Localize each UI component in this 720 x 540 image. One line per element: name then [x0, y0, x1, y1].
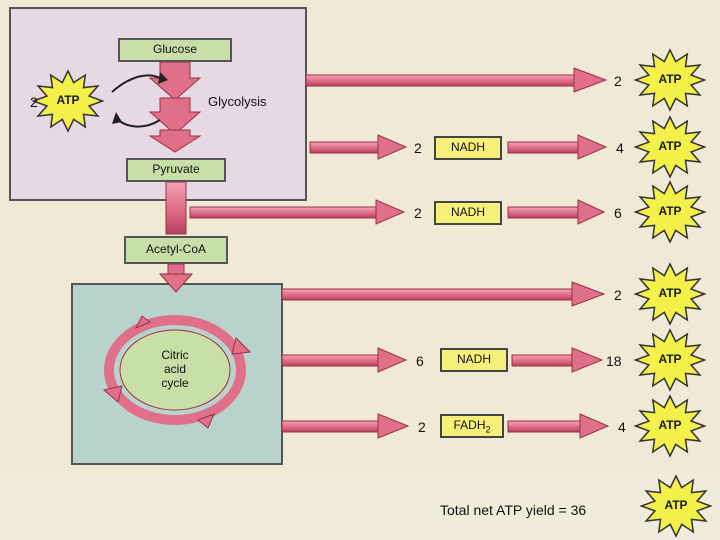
row-6-fadh2-box: FADH2	[440, 414, 504, 438]
input-atp-count: 2	[30, 94, 38, 110]
row-3-atp-count: 6	[614, 205, 622, 221]
atp-output-arrowhead	[112, 112, 122, 124]
fadh2-label: FADH	[453, 418, 486, 432]
arrow-row-2-right	[507, 134, 608, 160]
row-5-atp-count: 18	[606, 353, 622, 369]
input-atp-star	[31, 69, 105, 133]
row-5-atp-star	[633, 328, 707, 392]
row-2-nadh-box: NADH	[434, 136, 502, 160]
arrow-row-2-left	[309, 134, 408, 160]
citric-acid-cycle-ring	[102, 315, 252, 429]
cycle-label-line-3: cycle	[161, 376, 189, 390]
row-3-atp-star	[633, 180, 707, 244]
glycolysis-label: Glycolysis	[208, 94, 267, 109]
total-atp-star-label: ATP	[664, 498, 688, 512]
total-atp-star	[639, 474, 713, 538]
glycolysis-down-arrow	[148, 61, 202, 153]
input-atp-star-label: ATP	[56, 93, 80, 107]
row-2-atp-star	[633, 115, 707, 179]
row-6-atp-count: 4	[618, 419, 626, 435]
arrow-row-3-right	[507, 199, 606, 225]
row-5-nadh-box: NADH	[440, 348, 508, 372]
arrow-row-1	[305, 67, 608, 93]
pyruvate-down-arrow	[165, 181, 187, 235]
arrow-row-3-left	[189, 199, 406, 225]
glucose-box: Glucose	[118, 38, 232, 62]
row-3-atp-star-label: ATP	[658, 204, 682, 218]
row-4-atp-star	[633, 262, 707, 326]
atp-input-arrowhead	[158, 72, 168, 84]
citric-acid-cycle-label: Citric acid cycle	[140, 348, 210, 390]
arrow-row-6-right	[507, 413, 610, 439]
total-panel	[0, 474, 720, 540]
acetyl-coa-down-arrow	[158, 263, 194, 293]
cycle-label-line-1: Citric	[161, 348, 189, 362]
total-atp-yield: Total net ATP yield = 36	[440, 502, 587, 518]
arrow-row-6-left	[281, 413, 410, 439]
acetyl-coa-box: Acetyl-CoA	[124, 236, 228, 264]
row-4-atp-star-label: ATP	[658, 286, 682, 300]
row-2-nadh-count: 2	[414, 140, 422, 156]
row-3-nadh-count: 2	[414, 205, 422, 221]
arrow-row-5-left	[281, 347, 408, 373]
row-5-atp-star-label: ATP	[658, 352, 682, 366]
pyruvate-box: Pyruvate	[126, 158, 226, 182]
row-1-atp-star	[633, 48, 707, 112]
row-1-atp-star-label: ATP	[658, 72, 682, 86]
row-5-nadh-count: 6	[416, 353, 424, 369]
row-4-atp-count: 2	[614, 287, 622, 303]
fadh2-subscript: 2	[485, 424, 491, 435]
cycle-label-line-2: acid	[163, 362, 186, 376]
row-6-atp-star-label: ATP	[658, 418, 682, 432]
arrow-row-5-right	[511, 347, 604, 373]
row-2-atp-star-label: ATP	[658, 139, 682, 153]
row-6-fadh2-count: 2	[418, 419, 426, 435]
arrow-row-4	[281, 281, 606, 307]
row-3-nadh-box: NADH	[434, 201, 502, 225]
row-1-atp-count: 2	[614, 73, 622, 89]
row-6-atp-star	[633, 394, 707, 458]
row-2-atp-count: 4	[616, 140, 624, 156]
